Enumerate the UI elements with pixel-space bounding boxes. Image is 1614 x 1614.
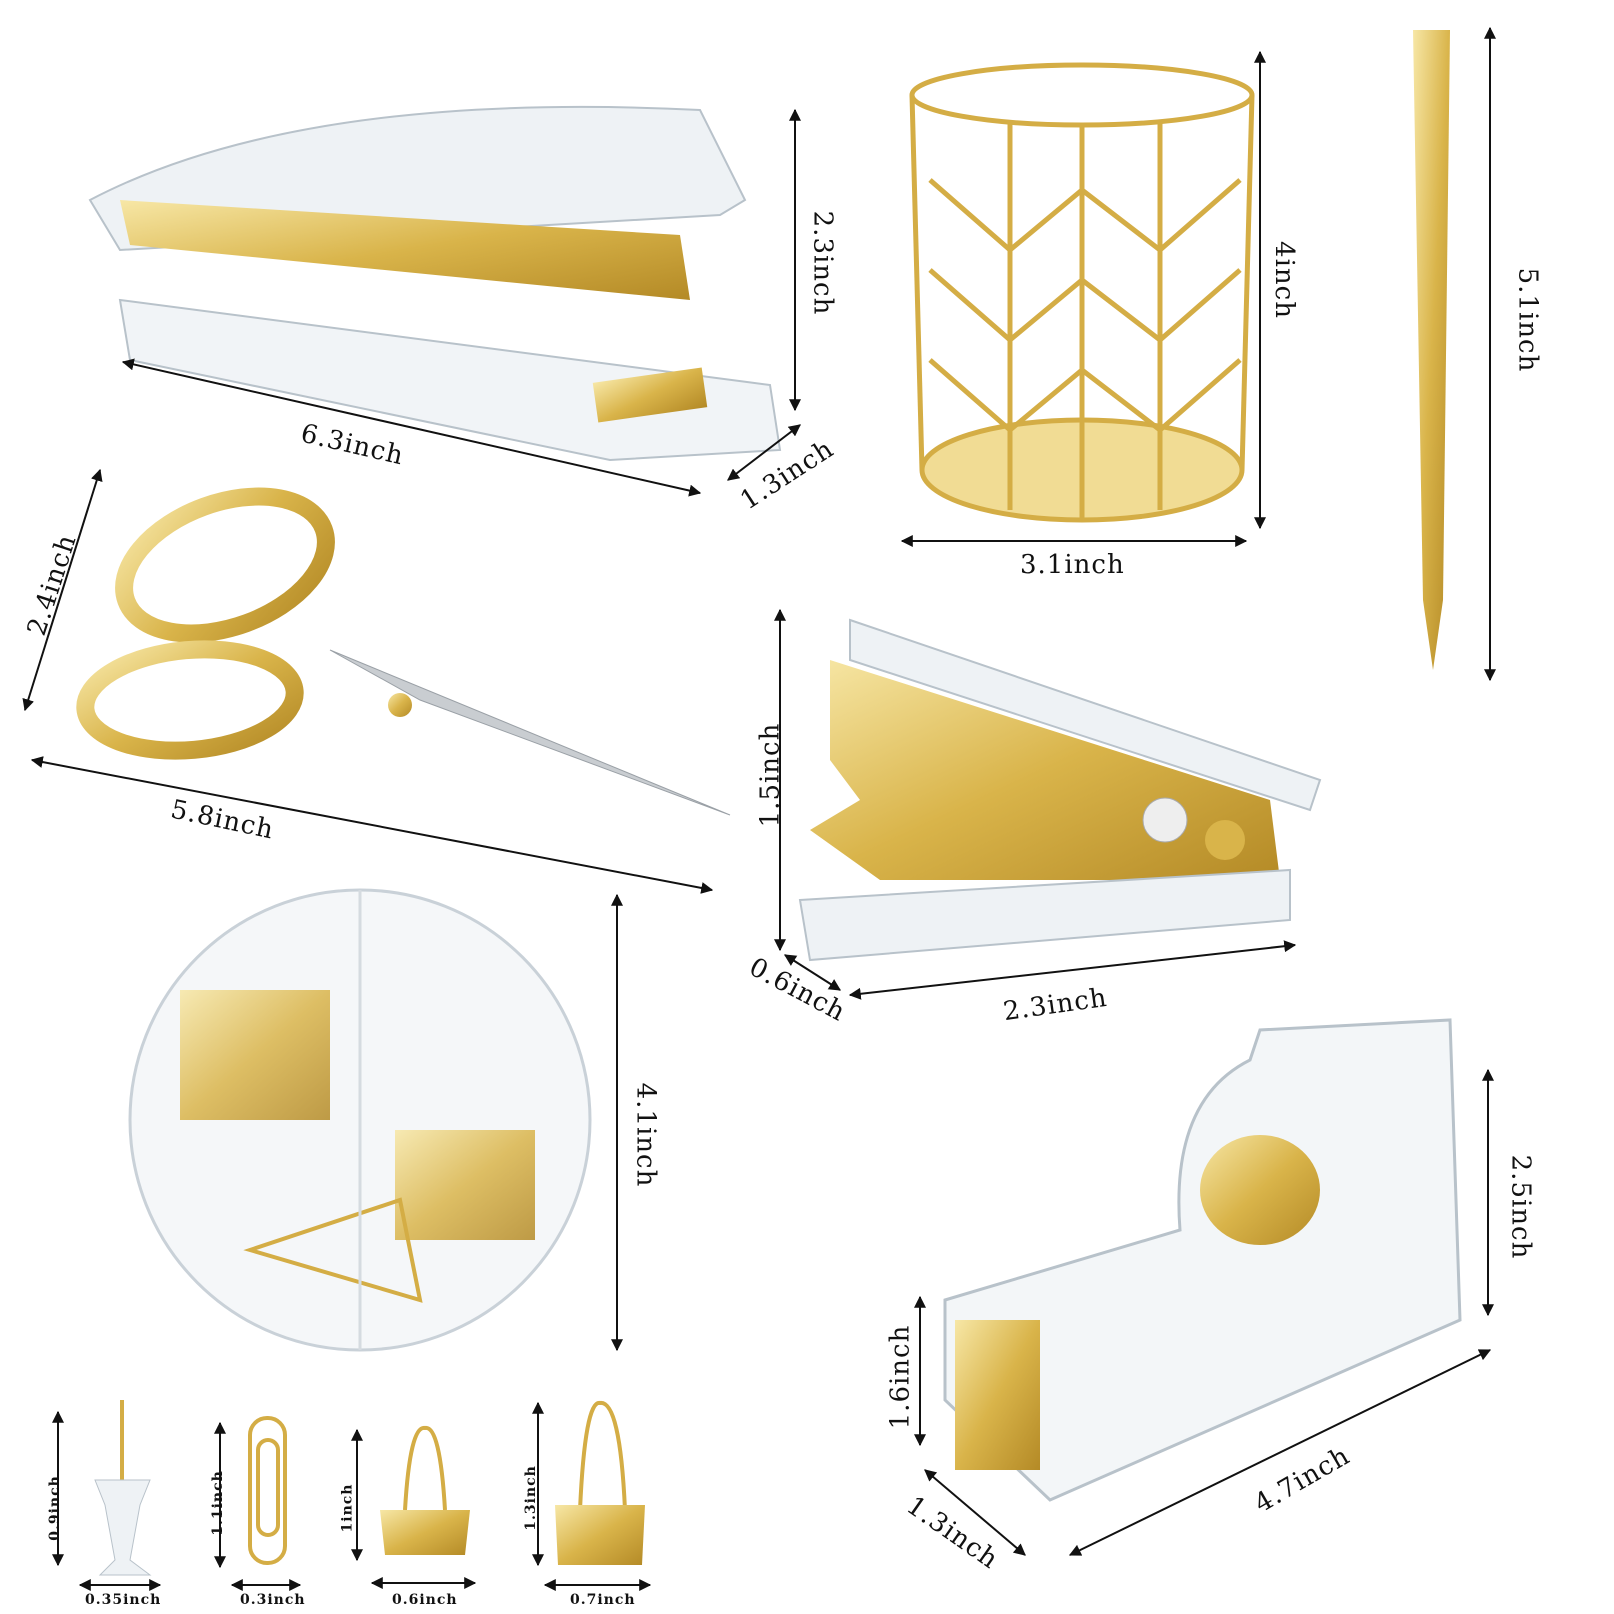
box-diameter-label: 4.1inch bbox=[630, 1082, 661, 1188]
tape-height-label: 2.5inch bbox=[1505, 1154, 1536, 1260]
pen-image bbox=[1413, 30, 1450, 670]
staple-remover-image bbox=[798, 618, 1322, 962]
pin-width-label: 0.35inch bbox=[85, 1592, 162, 1608]
tape-dispenser-image bbox=[943, 1018, 1462, 1502]
clip-height-label: 1.1inch bbox=[209, 1470, 226, 1536]
stapler-image bbox=[88, 105, 782, 462]
clip-box-image bbox=[128, 888, 592, 1352]
binder-clip-large-image bbox=[555, 1401, 645, 1565]
binder-small-height-label: 1inch bbox=[339, 1483, 356, 1533]
pen-holder-image bbox=[909, 62, 1255, 523]
paper-clip-image bbox=[248, 1416, 287, 1565]
arrow-stapler-width bbox=[727, 424, 801, 481]
binder-large-height-label: 1.3inch bbox=[522, 1465, 539, 1531]
scissors-image bbox=[76, 487, 731, 816]
pen-length-label: 5.1inch bbox=[1512, 267, 1543, 373]
tape-front-height-label: 1.6inch bbox=[885, 1324, 916, 1430]
clip-width-label: 0.3inch bbox=[240, 1592, 306, 1608]
arrow-remover-width bbox=[783, 954, 842, 991]
dimension-arrows bbox=[22, 26, 1496, 1591]
arrow-scissors-height bbox=[22, 468, 103, 712]
arrow-remover-length bbox=[848, 940, 1297, 1000]
push-pin-image bbox=[94, 1400, 152, 1576]
holder-height-label: 4inch bbox=[1268, 241, 1299, 319]
arrow-stapler-length bbox=[121, 358, 702, 497]
binder-clip-small-image bbox=[380, 1426, 470, 1555]
binder-small-width-label: 0.6inch bbox=[392, 1592, 458, 1608]
arrow-scissors-length bbox=[30, 756, 714, 894]
remover-height-label: 1.5inch bbox=[755, 722, 786, 828]
arrow-tape-width bbox=[924, 1469, 1026, 1556]
stapler-height-label: 2.3inch bbox=[807, 210, 838, 316]
pin-height-label: 0.9inch bbox=[46, 1475, 63, 1541]
arrow-tape-length bbox=[1068, 1349, 1492, 1556]
binder-large-width-label: 0.7inch bbox=[570, 1592, 636, 1608]
holder-diameter-label: 3.1inch bbox=[1020, 550, 1125, 580]
